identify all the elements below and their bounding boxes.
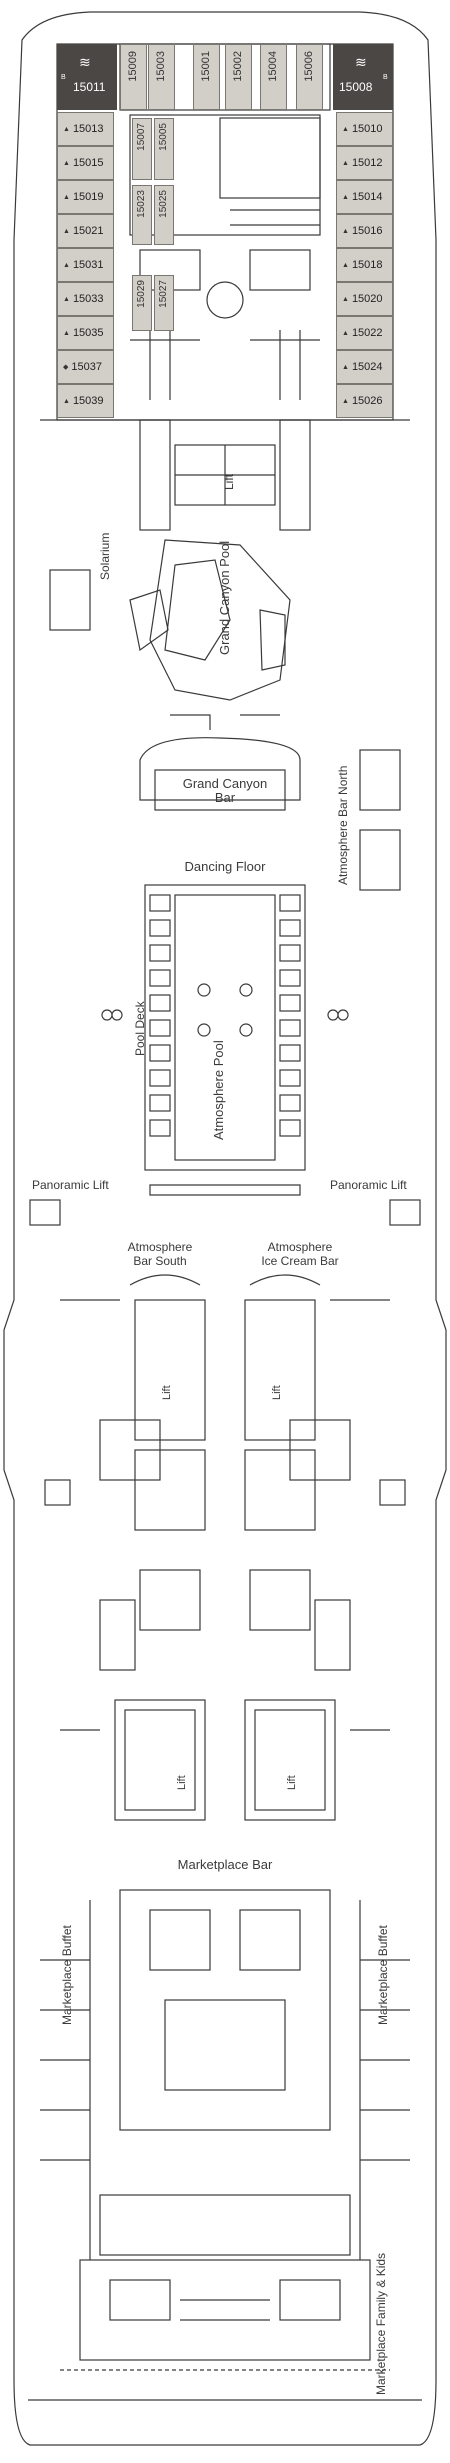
cabin-inner-4[interactable]: 15005 <box>154 118 174 180</box>
cabin-top-6[interactable]: 15006 <box>296 44 323 110</box>
triangle-icon: ▲ <box>342 397 349 405</box>
atmosphere-pool-label: Atmosphere Pool <box>211 1040 226 1140</box>
marketplace-buffet-left-label: Marketplace Buffet <box>60 1925 74 2025</box>
suite-badge: B <box>383 74 388 81</box>
cabin-left-1[interactable]: ▲15013 <box>57 112 114 146</box>
triangle-icon: ▲ <box>63 295 70 303</box>
panoramic-lift-right-label: Panoramic Lift <box>330 1178 407 1192</box>
cabin-right-2[interactable]: ▲15012 <box>336 146 393 180</box>
cabin-top-5[interactable]: 15004 <box>260 44 287 110</box>
cabin-right-1[interactable]: ▲15010 <box>336 112 393 146</box>
suite-left[interactable]: ≋ B 15011 <box>57 44 117 110</box>
triangle-icon: ▲ <box>342 363 349 371</box>
cabin-left-5[interactable]: ▲15031 <box>57 248 114 282</box>
triangle-icon: ▲ <box>342 261 349 269</box>
lift-label-top: Lift <box>222 473 236 490</box>
cabin-top-1[interactable]: 15009 <box>120 44 147 110</box>
marketplace-buffet-right-label: Marketplace Buffet <box>376 1925 390 2025</box>
cabin-inner-2[interactable]: 15007 <box>132 118 152 180</box>
cabin-inner-3[interactable]: 15025 <box>154 185 174 245</box>
lift-right-label: Lift <box>271 1385 283 1400</box>
cabin-right-7[interactable]: ▲15022 <box>336 316 393 350</box>
cabin-top-4[interactable]: 15002 <box>225 44 252 110</box>
triangle-icon: ▲ <box>342 125 349 133</box>
triangle-icon: ▲ <box>63 261 70 269</box>
suite-right[interactable]: ≋ B 15008 <box>333 44 393 110</box>
wave-icon: ≋ <box>79 54 91 70</box>
cabin-top-3[interactable]: 15001 <box>193 44 220 110</box>
grand-canyon-pool-label: Grand Canyon Pool <box>217 540 232 655</box>
atmosphere-bar-north-label: Atmosphere Bar North <box>336 765 350 885</box>
lift-lower-left-label: Lift <box>176 1775 188 1790</box>
cabin-right-9[interactable]: ▲15026 <box>336 384 393 418</box>
cabin-right-5[interactable]: ▲15018 <box>336 248 393 282</box>
triangle-icon: ▲ <box>63 159 70 167</box>
panoramic-lift-left-label: Panoramic Lift <box>32 1178 109 1192</box>
cabin-right-8[interactable]: ▲15024 <box>336 350 393 384</box>
cabin-left-3[interactable]: ▲15019 <box>57 180 114 214</box>
triangle-icon: ▲ <box>342 159 349 167</box>
triangle-icon: ▲ <box>342 227 349 235</box>
lift-left-label: Lift <box>161 1385 173 1400</box>
lift-lower-right-label: Lift <box>286 1775 298 1790</box>
marketplace-bar-label: Marketplace Bar <box>177 1857 273 1872</box>
marketplace-family-kids-label: Marketplace Family & Kids <box>374 2252 388 2395</box>
triangle-icon: ▲ <box>342 295 349 303</box>
cabin-right-4[interactable]: ▲15016 <box>336 214 393 248</box>
suite-badge: B <box>61 74 66 81</box>
cabin-left-4[interactable]: ▲15021 <box>57 214 114 248</box>
atmosphere-bar-south-label: Atmosphere Bar South <box>127 1240 193 1268</box>
triangle-icon: ▲ <box>63 193 70 201</box>
triangle-icon: ▲ <box>342 193 349 201</box>
cabin-left-6[interactable]: ▲15033 <box>57 282 114 316</box>
cabin-top-2[interactable]: 15003 <box>148 44 175 110</box>
cabin-inner-1[interactable]: 15023 <box>132 185 152 245</box>
dancing-floor-label: Dancing Floor <box>184 859 266 874</box>
cabin-left-7[interactable]: ▲15035 <box>57 316 114 350</box>
cabin-inner-5[interactable]: 15029 <box>132 275 152 331</box>
wave-icon: ≋ <box>355 54 367 70</box>
diamond-icon: ◆ <box>63 364 69 371</box>
pool-deck-label: Pool Deck <box>133 1001 147 1056</box>
triangle-icon: ▲ <box>63 397 70 405</box>
ice-cream-bar-label: Atmosphere Ice Cream Bar <box>261 1240 339 1268</box>
cabin-left-8[interactable]: ◆15037 <box>57 350 114 384</box>
triangle-icon: ▲ <box>342 329 349 337</box>
cabin-left-2[interactable]: ▲15015 <box>57 146 114 180</box>
cabin-inner-6[interactable]: 15027 <box>154 275 174 331</box>
cabin-left-9[interactable]: ▲15039 <box>57 384 114 418</box>
triangle-icon: ▲ <box>63 227 70 235</box>
hull-outline <box>3 11 447 2446</box>
grand-canyon-bar-label: Grand Canyon Bar <box>182 776 268 805</box>
cabin-right-3[interactable]: ▲15014 <box>336 180 393 214</box>
solarium-label: Solarium <box>98 532 112 580</box>
triangle-icon: ▲ <box>63 125 70 133</box>
cabin-right-6[interactable]: ▲15020 <box>336 282 393 316</box>
triangle-icon: ▲ <box>63 329 70 337</box>
